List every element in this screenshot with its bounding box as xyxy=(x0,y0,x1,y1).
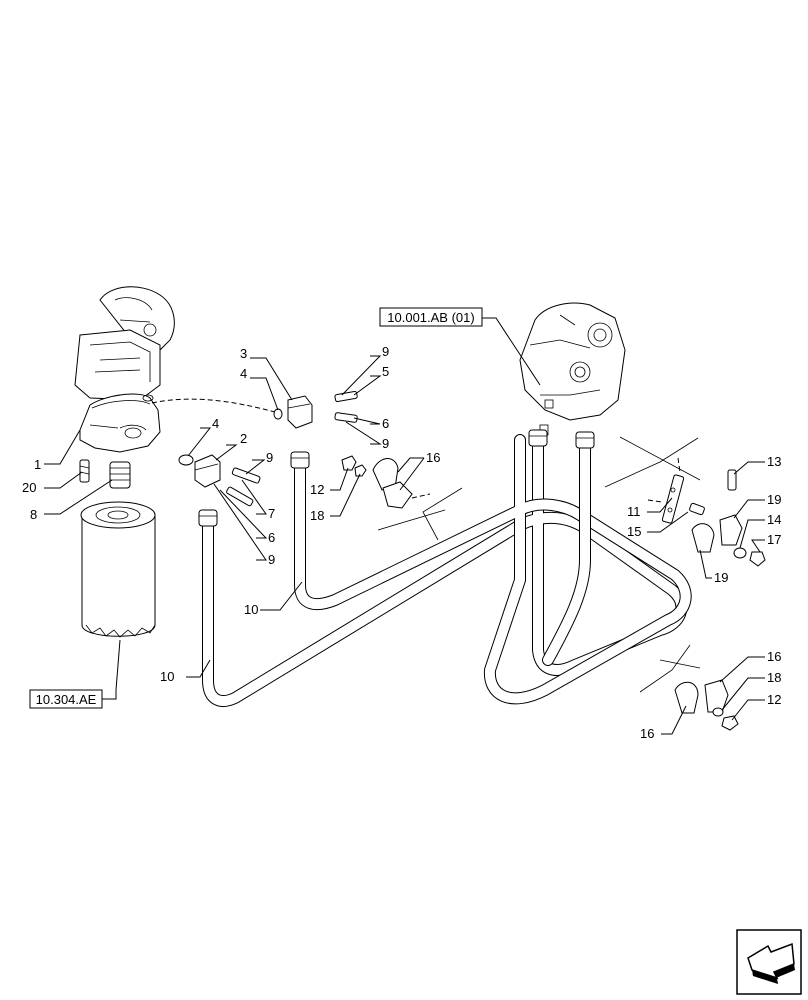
bolt-20 xyxy=(79,459,90,483)
callout-9: 9 xyxy=(382,344,389,359)
filter-head xyxy=(79,393,161,453)
reference-oil-filter[interactable]: 10.304.AE xyxy=(29,689,117,709)
adapter-8 xyxy=(109,461,131,489)
callout-4: 4 xyxy=(212,416,219,431)
callout-9: 9 xyxy=(268,552,275,567)
callout-17: 17 xyxy=(767,532,781,547)
callout-10: 10 xyxy=(160,669,174,684)
callout-16: 16 xyxy=(426,450,440,465)
callout-4: 4 xyxy=(240,366,247,381)
callout-5: 5 xyxy=(382,364,389,379)
callout-11: 11 xyxy=(627,504,641,519)
next-page-arrow-icon[interactable] xyxy=(736,929,802,995)
hose-assembly xyxy=(198,429,692,707)
clamp-group-bottom xyxy=(639,644,739,731)
left-engine-housing xyxy=(74,286,175,401)
callout-16: 16 xyxy=(767,649,781,664)
callout-20: 20 xyxy=(22,480,36,495)
callout-2: 2 xyxy=(240,431,247,446)
callout-12: 12 xyxy=(310,482,324,497)
flow-dash-line xyxy=(151,398,276,413)
oil-filter-canister xyxy=(80,501,156,638)
callout-6: 6 xyxy=(382,416,389,431)
callout-1: 1 xyxy=(34,457,41,472)
callout-13: 13 xyxy=(767,454,781,469)
callout-7: 7 xyxy=(268,506,275,521)
callout-8: 8 xyxy=(30,507,37,522)
callout-16: 16 xyxy=(640,726,654,741)
callout-3: 3 xyxy=(240,346,247,361)
callout-9: 9 xyxy=(266,450,273,465)
callout-10: 10 xyxy=(244,602,258,617)
connector-3 xyxy=(273,390,358,429)
svg-text:10.304.AE: 10.304.AE xyxy=(36,692,97,707)
callout-19: 19 xyxy=(714,570,728,585)
callout-9: 9 xyxy=(382,436,389,451)
callout-15: 15 xyxy=(627,524,641,539)
callout-14: 14 xyxy=(767,512,781,527)
callout-12: 12 xyxy=(767,692,781,707)
reference-engine-block[interactable]: 10.001.AB (01) xyxy=(379,307,483,327)
connector-2 xyxy=(178,454,261,507)
callout-18: 18 xyxy=(310,508,324,523)
clamp-group-middle xyxy=(341,455,463,541)
callout-19: 19 xyxy=(767,492,781,507)
right-engine-housing xyxy=(519,302,626,436)
callout-6: 6 xyxy=(268,530,275,545)
svg-text:10.001.AB (01): 10.001.AB (01) xyxy=(387,310,474,325)
callout-labels: 1 2 3 4 4 5 6 6 7 8 9 9 9 9 10 10 11 12 … xyxy=(22,344,781,741)
bracket-group xyxy=(604,436,766,567)
leader-lines xyxy=(44,317,765,735)
callout-18: 18 xyxy=(767,670,781,685)
